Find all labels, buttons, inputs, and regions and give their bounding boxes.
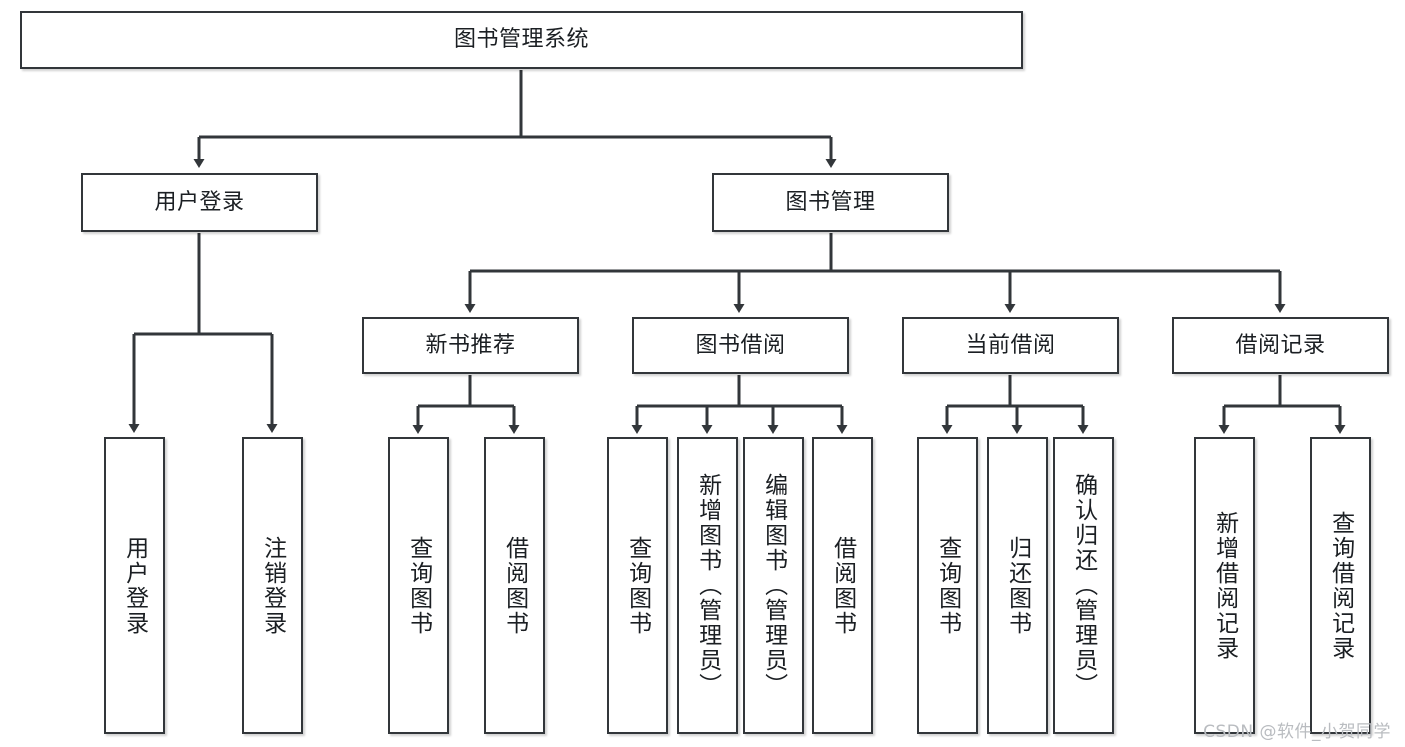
node-label: 查询借阅记录 [1327,510,1354,661]
node-label: 注销登录 [259,535,286,636]
node-label: 新增图书（管理员） [694,473,721,698]
leaf-user-login[interactable]: 用户登录 [104,437,165,734]
leaf-query-book-current[interactable]: 查询图书 [917,437,978,734]
leaf-edit-book-admin[interactable]: 编辑图书（管理员） [743,437,804,734]
node-user-login[interactable]: 用户登录 [81,173,318,232]
node-label: 新书推荐 [425,332,516,358]
node-label: 图书管理系统 [453,27,589,53]
node-label: 用户登录 [121,535,148,636]
node-label: 图书管理 [785,189,876,215]
leaf-query-book-new-recommend[interactable]: 查询图书 [388,437,449,734]
node-label: 查询图书 [934,535,961,636]
node-label: 查询图书 [405,535,432,636]
node-new-book-recommend[interactable]: 新书推荐 [362,317,579,374]
node-root-book-management-system[interactable]: 图书管理系统 [20,11,1023,69]
leaf-confirm-return-admin[interactable]: 确认归还（管理员） [1053,437,1114,734]
node-book-management[interactable]: 图书管理 [712,173,949,232]
leaf-query-book-borrow[interactable]: 查询图书 [607,437,668,734]
node-label: 当前借阅 [965,332,1056,358]
node-label: 借阅图书 [829,535,856,636]
leaf-borrow-book[interactable]: 借阅图书 [812,437,873,734]
node-label: 借阅记录 [1235,332,1326,358]
leaf-add-borrow-record[interactable]: 新增借阅记录 [1194,437,1255,734]
node-label: 图书借阅 [695,332,786,358]
leaf-return-book[interactable]: 归还图书 [987,437,1048,734]
node-label: 借阅图书 [501,535,528,636]
node-label: 归还图书 [1004,535,1031,636]
node-label: 用户登录 [154,189,245,215]
node-current-borrow[interactable]: 当前借阅 [902,317,1119,374]
node-label: 新增借阅记录 [1211,510,1238,661]
leaf-add-book-admin[interactable]: 新增图书（管理员） [677,437,738,734]
leaf-query-borrow-record[interactable]: 查询借阅记录 [1310,437,1371,734]
node-label: 确认归还（管理员） [1070,473,1097,698]
node-book-borrow[interactable]: 图书借阅 [632,317,849,374]
node-borrow-record[interactable]: 借阅记录 [1172,317,1389,374]
leaf-logout[interactable]: 注销登录 [242,437,303,734]
leaf-borrow-book-new-recommend[interactable]: 借阅图书 [484,437,545,734]
node-label: 查询图书 [624,535,651,636]
node-label: 编辑图书（管理员） [760,473,787,698]
